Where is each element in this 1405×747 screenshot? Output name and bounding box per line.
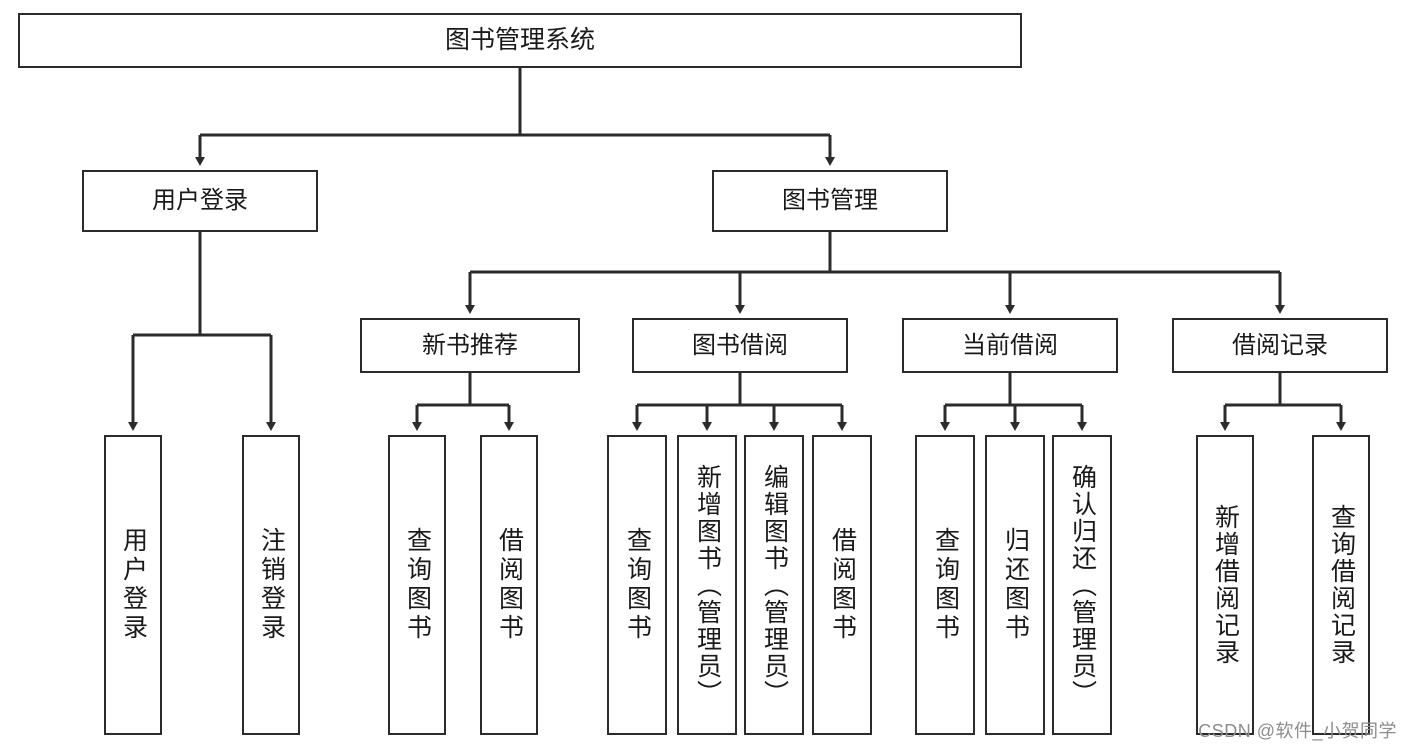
leaf-query-book-current-label: 查询图书 <box>931 527 960 643</box>
leaf-add-borrow-record-label: 新增借阅记录 <box>1211 504 1240 666</box>
leaf-add-borrow-record[interactable]: 新增借阅记录 <box>1196 435 1254 735</box>
leaf-query-book-current[interactable]: 查询图书 <box>915 435 975 735</box>
leaf-query-book-new-label: 查询图书 <box>403 527 432 643</box>
leaf-borrow-book[interactable]: 借阅图书 <box>812 435 872 735</box>
node-book-borrow-label: 图书借阅 <box>692 331 788 359</box>
leaf-query-book-borrow-label: 查询图书 <box>623 527 652 643</box>
leaf-confirm-return-admin[interactable]: 确认归还（管理员） <box>1052 435 1112 735</box>
node-user-login-label: 用户登录 <box>152 187 248 215</box>
leaf-borrow-book-label: 借阅图书 <box>828 527 857 643</box>
leaf-return-book[interactable]: 归还图书 <box>985 435 1045 735</box>
node-new-book-recommend[interactable]: 新书推荐 <box>360 318 580 373</box>
leaf-query-borrow-record-label: 查询借阅记录 <box>1327 504 1356 666</box>
node-book-management[interactable]: 图书管理 <box>712 170 948 232</box>
node-book-management-label: 图书管理 <box>782 187 878 215</box>
leaf-logout[interactable]: 注销登录 <box>242 435 300 735</box>
leaf-user-login-label: 用户登录 <box>119 527 148 643</box>
leaf-edit-book-admin[interactable]: 编辑图书（管理员） <box>744 435 804 735</box>
leaf-borrow-book-new[interactable]: 借阅图书 <box>480 435 538 735</box>
node-new-book-recommend-label: 新书推荐 <box>422 331 518 359</box>
leaf-edit-book-admin-label: 编辑图书（管理员） <box>760 463 789 707</box>
node-borrow-records[interactable]: 借阅记录 <box>1172 318 1388 373</box>
node-borrow-records-label: 借阅记录 <box>1232 331 1328 359</box>
leaf-return-book-label: 归还图书 <box>1001 527 1030 643</box>
node-root[interactable]: 图书管理系统 <box>18 13 1022 68</box>
leaf-query-book-new[interactable]: 查询图书 <box>388 435 446 735</box>
leaf-logout-label: 注销登录 <box>257 527 286 643</box>
node-book-borrow[interactable]: 图书借阅 <box>632 318 848 373</box>
node-root-label: 图书管理系统 <box>444 26 595 55</box>
leaf-confirm-return-admin-label: 确认归还（管理员） <box>1068 463 1097 707</box>
node-current-borrow[interactable]: 当前借阅 <box>902 318 1118 373</box>
leaf-user-login[interactable]: 用户登录 <box>104 435 162 735</box>
node-current-borrow-label: 当前借阅 <box>962 331 1058 359</box>
leaf-query-borrow-record[interactable]: 查询借阅记录 <box>1312 435 1370 735</box>
leaf-add-book-admin-label: 新增图书（管理员） <box>693 463 722 707</box>
leaf-query-book-borrow[interactable]: 查询图书 <box>607 435 667 735</box>
leaf-borrow-book-new-label: 借阅图书 <box>495 527 524 643</box>
node-user-login[interactable]: 用户登录 <box>82 170 318 232</box>
leaf-add-book-admin[interactable]: 新增图书（管理员） <box>677 435 737 735</box>
